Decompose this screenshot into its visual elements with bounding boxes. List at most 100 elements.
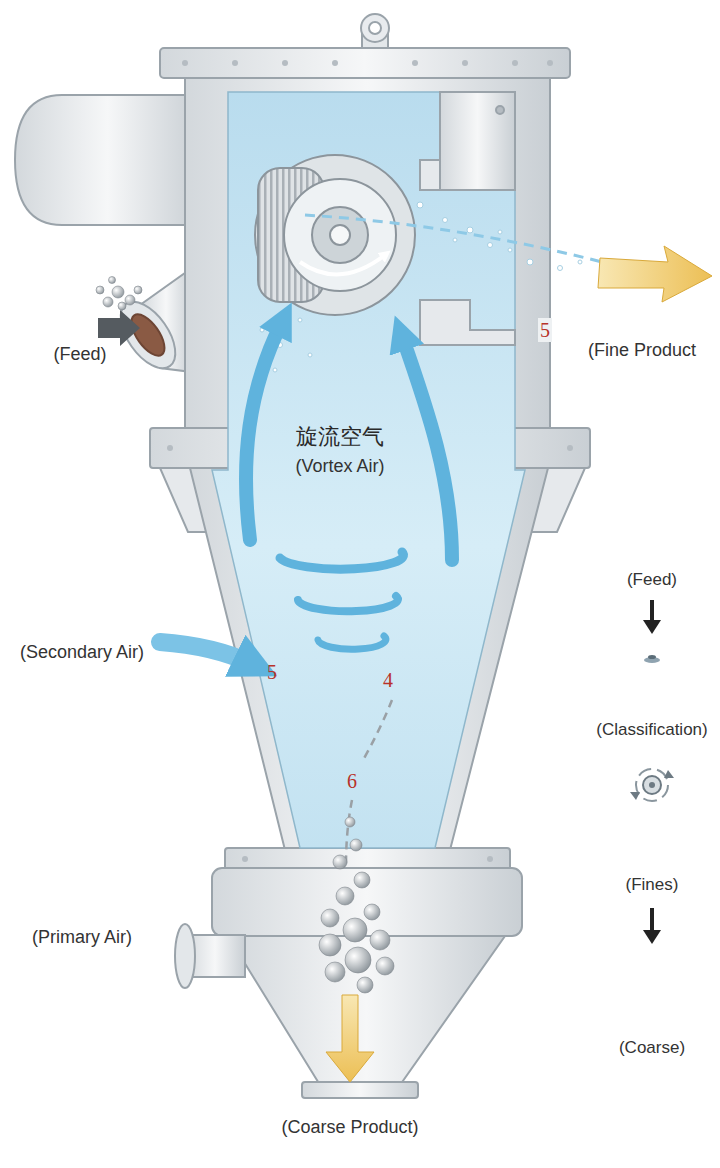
- fine-product-flow-part-part: [453, 238, 457, 242]
- feed-material-part-part: [109, 277, 116, 284]
- process-legend-symbols-part: [636, 769, 668, 801]
- process-legend-symbols-part: [643, 776, 661, 794]
- coarse-path-part-part: [333, 855, 347, 869]
- feed-material-part: [96, 277, 142, 311]
- bolts-part: [242, 856, 248, 862]
- coarse-path-part-part: [357, 977, 373, 993]
- inlet-label: (Feed): [53, 344, 106, 366]
- bolts-part: [512, 60, 518, 66]
- rotor: [255, 155, 415, 315]
- fine-product-flow-part-part: [308, 353, 312, 357]
- vortex-air-arrows: [160, 322, 452, 664]
- vortex-air-arrows-part: [280, 552, 403, 569]
- bolts-part: [412, 60, 418, 66]
- process-step: (Coarse): [619, 1038, 685, 1058]
- bolts-part: [182, 60, 188, 66]
- callout-number: 4: [383, 668, 393, 692]
- flow-label: (Vortex Air): [295, 456, 384, 478]
- bolts-part: [332, 60, 338, 66]
- fine-product-flow-part-part: [578, 260, 582, 264]
- fine-product-flow-part-part: [443, 218, 448, 223]
- fine-product-flow-part-part: [488, 243, 493, 248]
- coarse-path-part-part: [376, 957, 394, 975]
- housing-part: [369, 22, 381, 34]
- process-legend-symbols-part: [643, 620, 661, 634]
- coarse-path-part: [319, 817, 394, 993]
- coarse-path-part: [362, 700, 392, 762]
- vortex-air-arrows-part: [402, 336, 452, 560]
- fine-product-flow-part-part: [298, 318, 302, 322]
- inlet-label: (Secondary Air): [20, 642, 144, 664]
- housing: [150, 14, 590, 1098]
- fine-product-flow-part: [598, 246, 712, 302]
- outlet-chamber: [420, 92, 515, 345]
- coarse-path-part: [346, 800, 352, 865]
- coarse-path-part-part: [343, 918, 367, 942]
- feed-material: [96, 277, 142, 347]
- coarse-path-part-part: [350, 839, 362, 851]
- bolts-part: [567, 445, 573, 451]
- interior-cutaway: [212, 92, 525, 848]
- process-legend-symbols-part: [664, 770, 674, 778]
- vortex-air-arrows-part: [298, 596, 398, 611]
- process-legend-symbols-part: [649, 782, 655, 788]
- coarse-path-part-part: [325, 962, 345, 982]
- feed-pipe-part: [15, 95, 200, 225]
- feed-material-part-part: [112, 286, 124, 298]
- coarse-path-part: [326, 995, 374, 1082]
- housing-part: [225, 848, 510, 870]
- feed-material-part-part: [103, 297, 113, 307]
- coarse-path-part-part: [370, 930, 390, 950]
- rotor-part: [330, 225, 350, 245]
- vortex-air-arrows-part: [246, 322, 282, 540]
- callout-number: 6: [347, 769, 357, 793]
- coarse-path-part-part: [354, 872, 370, 888]
- feed-material-part-part: [125, 295, 135, 305]
- housing-part: [212, 868, 522, 936]
- process-legend-symbols-part: [648, 655, 656, 659]
- feed-pipe: [15, 95, 200, 378]
- process-step: (Fines): [626, 875, 679, 895]
- coarse-path-part-part: [345, 947, 371, 973]
- housing-part: [175, 924, 195, 988]
- housing-part: [228, 936, 505, 1085]
- rotor-part: [300, 255, 385, 274]
- bolts-part: [282, 60, 288, 66]
- housing-part: [302, 1082, 418, 1098]
- feed-material-part-part: [96, 286, 104, 294]
- process-legend-symbols-part: [650, 600, 654, 622]
- flow-label: 旋流空气: [296, 424, 384, 450]
- rotor-part: [312, 207, 368, 263]
- bolts-part: [462, 60, 468, 66]
- process-step: (Feed): [627, 570, 677, 590]
- housing-part: [361, 14, 389, 42]
- rotor-part: [255, 155, 415, 315]
- coarse-path-part-part: [319, 934, 341, 956]
- outlet-chamber-part: [420, 160, 440, 190]
- fine-product-flow-part: [305, 215, 640, 272]
- bolts-part: [232, 60, 238, 66]
- coarse-path: [319, 700, 394, 1082]
- process-legend-symbols-part: [650, 908, 654, 932]
- coarse-path-part-part: [336, 887, 354, 905]
- feed-material-part-part: [118, 302, 126, 310]
- callout-number: 5: [538, 318, 552, 342]
- fine-product-flow-part-part: [273, 368, 277, 372]
- bolts: [167, 60, 573, 862]
- fine-product-flow-part: [260, 202, 582, 372]
- fine-product-flow: [260, 202, 712, 372]
- feed-material-part: [98, 310, 140, 346]
- outlet-chamber-part: [496, 106, 504, 114]
- bolts-part: [167, 445, 173, 451]
- rotor-part: [284, 179, 396, 291]
- vortex-air-arrows-part: [318, 636, 386, 649]
- inlet-label: (Primary Air): [32, 927, 132, 949]
- fine-product-flow-part-part: [467, 227, 473, 233]
- fine-product-flow-part-part: [508, 248, 512, 252]
- vortex-air-arrows-part: [160, 642, 252, 664]
- fine-product-flow-part-part: [417, 202, 423, 208]
- coarse-path-part-part: [364, 904, 380, 920]
- bolts-part: [487, 856, 493, 862]
